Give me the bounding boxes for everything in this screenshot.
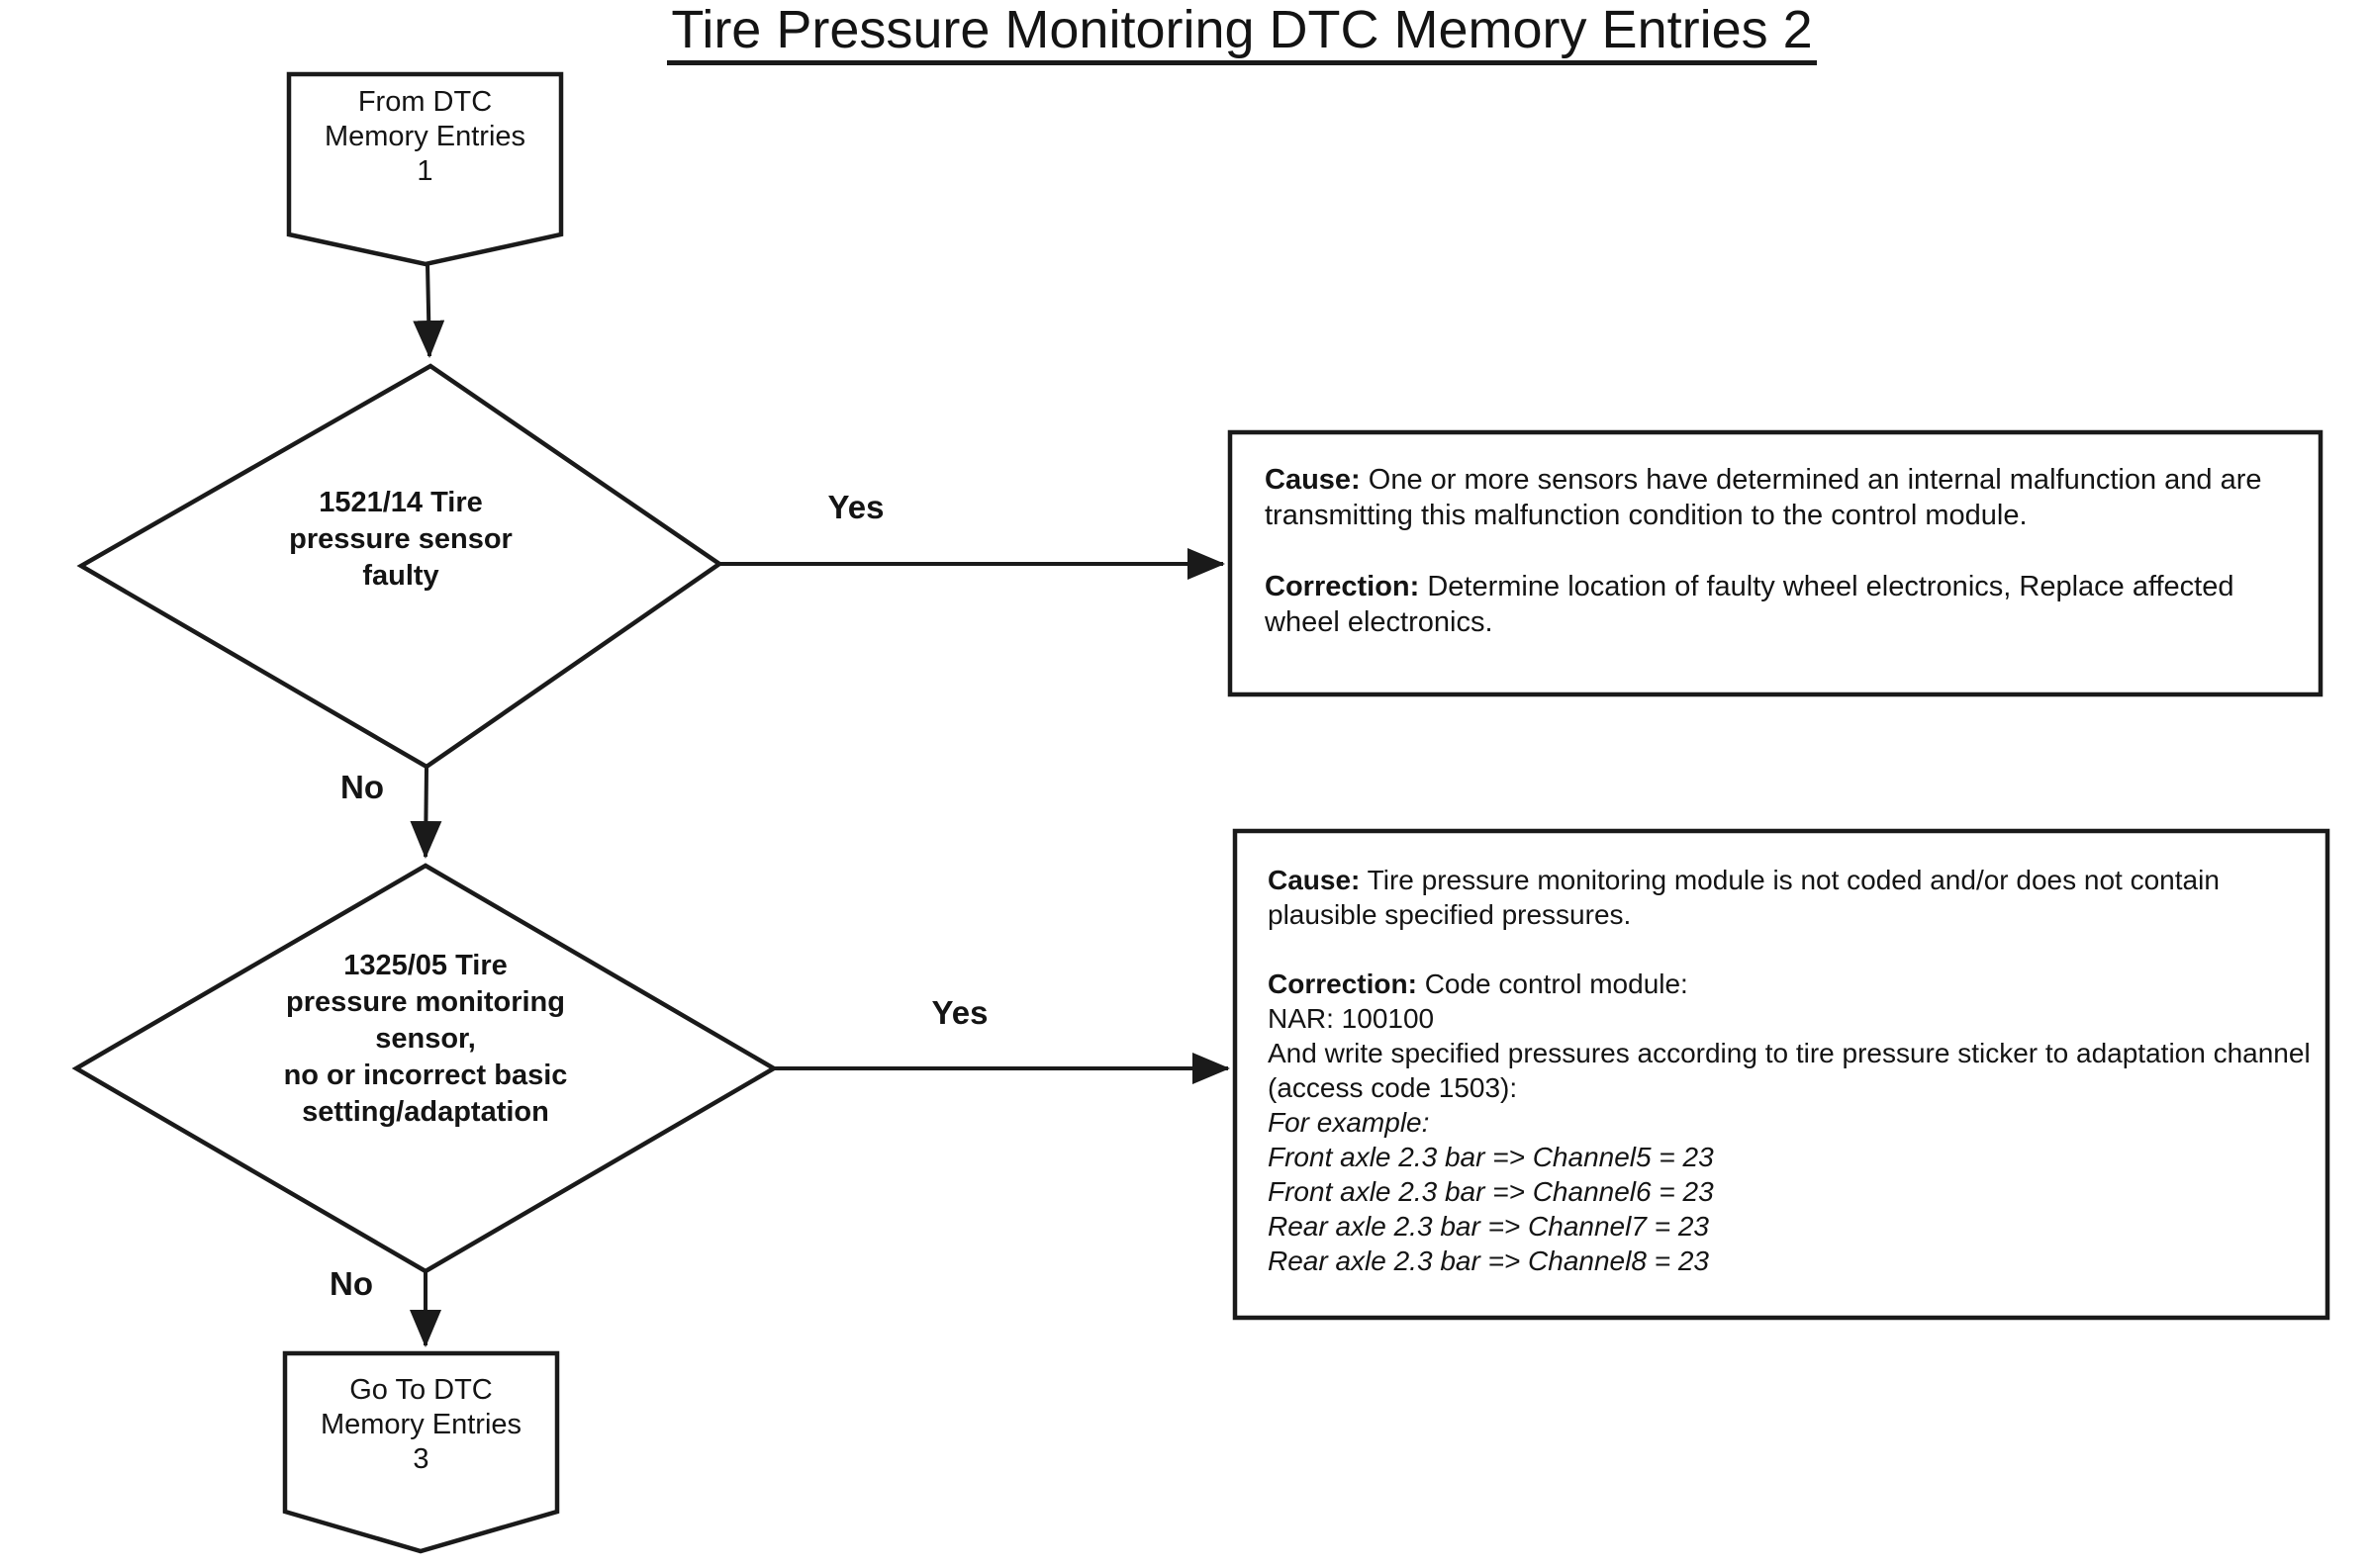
- box1-correction-label: Correction:: [1265, 571, 1420, 602]
- box2-cause-label: Cause:: [1268, 865, 1361, 895]
- box2-write-line: And write specified pressures according …: [1268, 1038, 2311, 1103]
- box1-cause-text: One or more sensors have determined an i…: [1265, 464, 2262, 531]
- box2-cause-text: Tire pressure monitoring module is not c…: [1268, 865, 2220, 930]
- box2-example-line: Front axle 2.3 bar => Channel5 = 23: [1268, 1142, 1714, 1172]
- decision1-diamond: [76, 363, 723, 770]
- box2-example-line: Rear axle 2.3 bar => Channel8 = 23: [1268, 1245, 1709, 1276]
- page-title: Tire Pressure Monitoring DTC Memory Entr…: [554, 0, 1930, 65]
- box2-example-intro: For example:: [1268, 1107, 1430, 1138]
- box2-content: Cause: Tire pressure monitoring module i…: [1268, 863, 2315, 1278]
- end-connector-label: Go To DTC Memory Entries 3: [320, 1374, 522, 1475]
- box2-cause-paragraph: Cause: Tire pressure monitoring module i…: [1268, 863, 2315, 932]
- box1-correction-paragraph: Correction: Determine location of faulty…: [1265, 569, 2299, 640]
- decision1-yes-label: Yes: [827, 489, 885, 525]
- box2-correction-paragraph: Correction: Code control module:: [1268, 967, 2315, 1001]
- box1-content: Cause: One or more sensors have determin…: [1265, 462, 2299, 640]
- decision2-no-label: No: [330, 1265, 373, 1302]
- arrow-start-to-decision1: [413, 263, 445, 358]
- arrow-decision1-no: [410, 767, 442, 859]
- box2-correction-text: Code control module:: [1424, 968, 1688, 999]
- start-connector-shape: [286, 71, 564, 267]
- end-connector-shape: [282, 1350, 560, 1554]
- box1-cause-label: Cause:: [1265, 464, 1361, 496]
- decision2-diamond: [71, 863, 779, 1274]
- decision2-yes-label: Yes: [931, 994, 989, 1031]
- box2-nar-line: NAR: 100100: [1268, 1003, 1435, 1034]
- decision1-label: 1521/14 Tire pressure sensor faulty: [289, 487, 513, 592]
- cause-correction-box-1: [1227, 429, 2324, 697]
- box2-example-line: Front axle 2.3 bar => Channel6 = 23: [1268, 1176, 1714, 1207]
- box2-example-line: Rear axle 2.3 bar => Channel7 = 23: [1268, 1211, 1709, 1242]
- box1-cause-paragraph: Cause: One or more sensors have determin…: [1265, 462, 2299, 533]
- page-title-text: Tire Pressure Monitoring DTC Memory Entr…: [667, 0, 1817, 65]
- box1-correction-text: Determine location of faulty wheel elect…: [1265, 571, 2234, 638]
- decision1-no-label: No: [340, 769, 384, 805]
- box2-correction-label: Correction:: [1268, 968, 1417, 999]
- start-connector-label: From DTC Memory Entries 1: [324, 86, 526, 187]
- decision2-label: 1325/05 Tire pressure monitoring sensor,…: [283, 950, 568, 1128]
- cause-correction-box-2: [1232, 828, 2330, 1321]
